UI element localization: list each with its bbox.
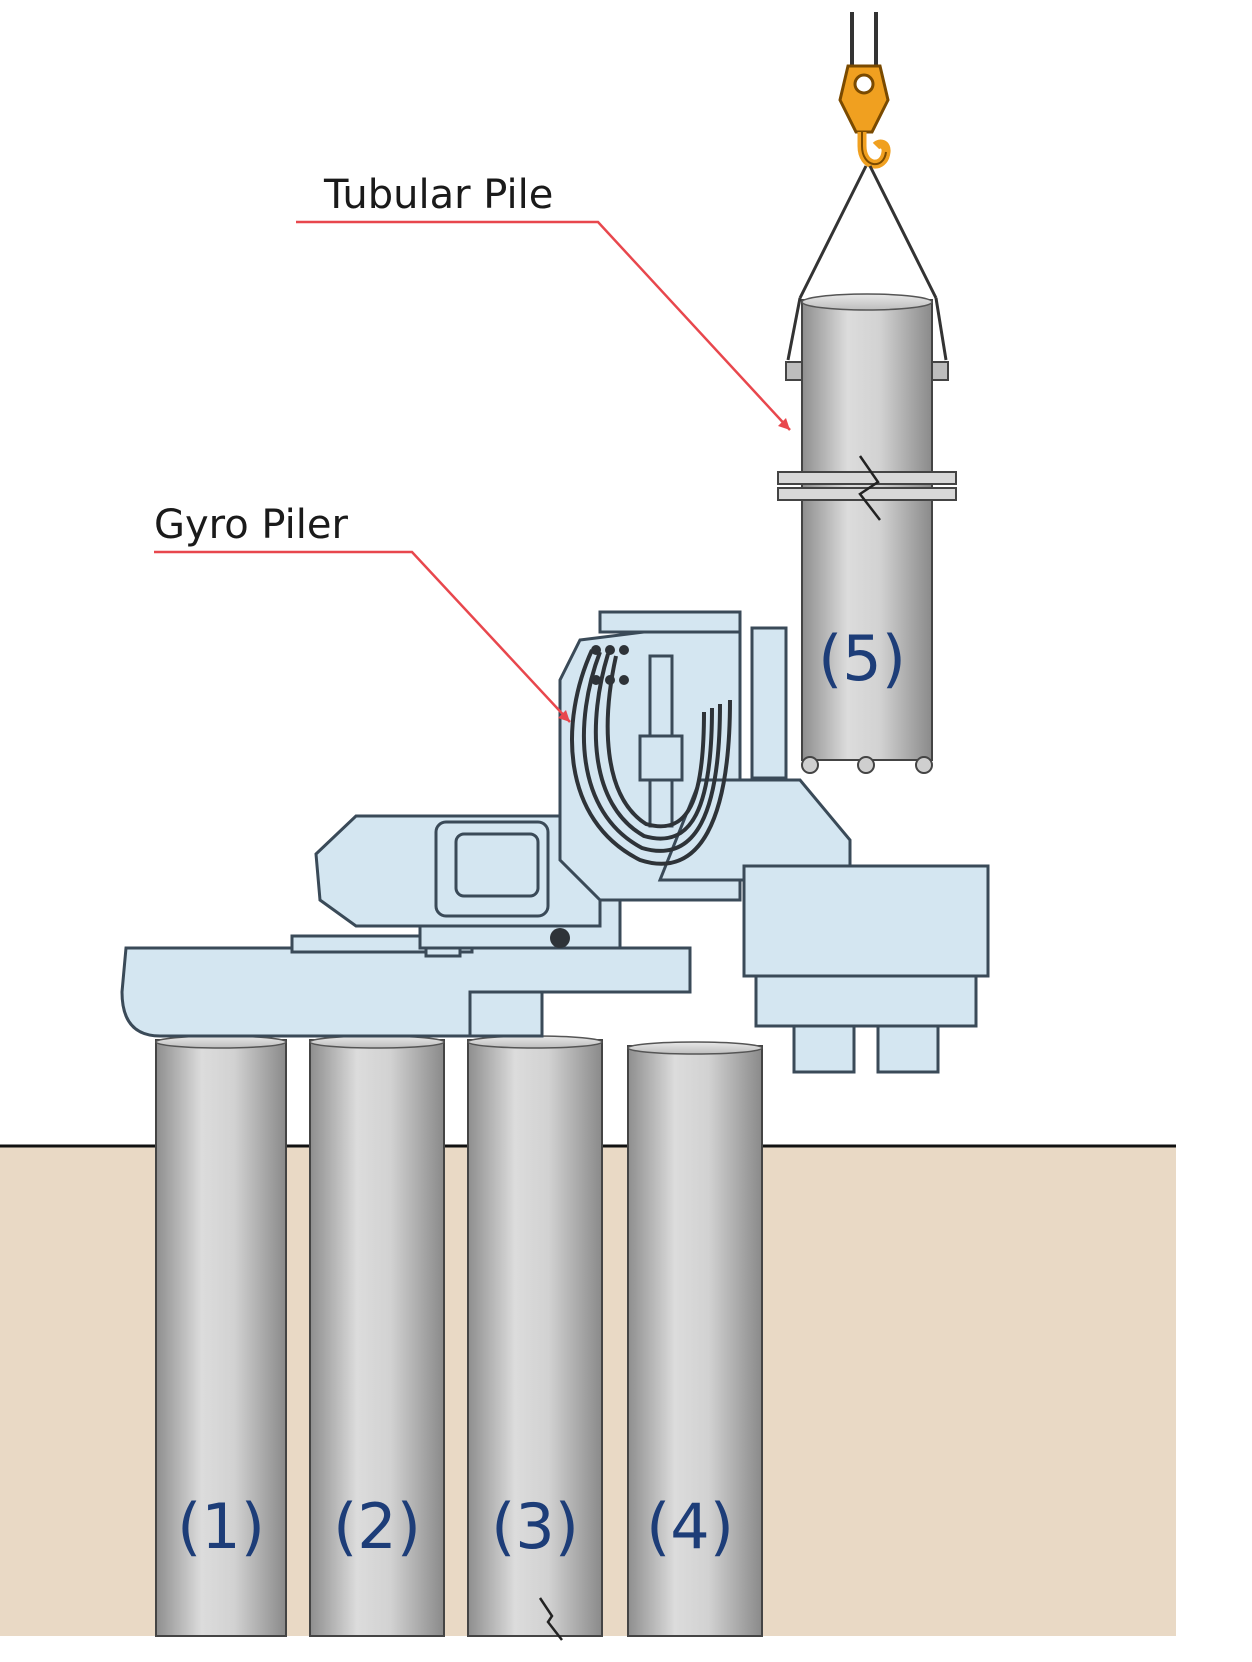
installed-pile-4 [627, 1041, 763, 1637]
tubular-pile-5 [777, 293, 957, 774]
installed-pile-2 [309, 1035, 445, 1637]
pile-number-3: (3) [491, 1490, 579, 1563]
installed-pile-1 [155, 1035, 287, 1637]
pile-number-1: (1) [177, 1490, 265, 1563]
installed-pile-3 [467, 1035, 603, 1641]
pile-number-5: (5) [818, 622, 906, 695]
leader-tubular-pile [296, 220, 791, 431]
gyro-piler-label: Gyro Piler [154, 502, 349, 548]
pile-number-2: (2) [333, 1490, 421, 1563]
break-mark [538, 1597, 563, 1641]
sling-cables [786, 165, 948, 361]
leader-gyro-piler [154, 550, 571, 723]
crane-hook [838, 12, 891, 169]
pile-number-4: (4) [646, 1490, 734, 1563]
tubular-pile-label: Tubular Pile [323, 172, 553, 218]
gyro-piler-machine [120, 610, 990, 1074]
break-mark [858, 455, 881, 521]
